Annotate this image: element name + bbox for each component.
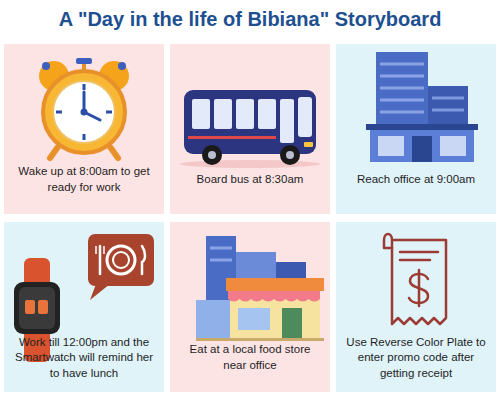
storyboard-title: A "Day in the life of Bibiana" Storyboar… (0, 6, 500, 32)
story-panel: Wake up at 8:00am to get ready for work (4, 44, 164, 214)
panel-caption: Board bus at 8:30am (197, 172, 304, 188)
caption-area: Eat at a local food store near office (178, 330, 322, 386)
caption-area: Work till 12:00pm and the Smartwatch wil… (12, 330, 156, 386)
bus (180, 90, 320, 168)
panel-caption: Work till 12:00pm and the Smartwatch wil… (12, 335, 156, 382)
caption-area: Use Reverse Color Plate to enter promo c… (344, 330, 488, 386)
caption-area: Wake up at 8:00am to get ready for work (12, 152, 156, 208)
panel-ground (4, 44, 164, 214)
caption-area: Board bus at 8:30am (178, 152, 322, 208)
alarm-clock (39, 58, 129, 158)
story-panel: Work till 12:00pm and the Smartwatch wil… (4, 222, 164, 392)
office-buildings (366, 52, 478, 162)
panel-caption: Use Reverse Color Plate to enter promo c… (344, 335, 488, 382)
panel-ground (170, 222, 330, 392)
panel-ground (336, 44, 496, 214)
panel-ground (336, 222, 496, 392)
story-panel: Eat at a local food store near office (170, 222, 330, 392)
panel-caption: Wake up at 8:00am to get ready for work (12, 164, 156, 195)
lunch-bubble (88, 234, 154, 300)
panel-grounds (4, 44, 496, 392)
panel-caption: Reach office at 9:00am (357, 172, 475, 188)
panel-ground (170, 44, 330, 214)
panel-ground (4, 222, 164, 392)
receipt (384, 234, 446, 324)
food-store (196, 236, 324, 341)
story-panel: Use Reverse Color Plate to enter promo c… (336, 222, 496, 392)
story-panel: Reach office at 9:00am (336, 44, 496, 214)
panel-caption: Eat at a local food store near office (178, 342, 322, 373)
story-panel: Board bus at 8:30am (170, 44, 330, 214)
caption-area: Reach office at 9:00am (344, 152, 488, 208)
